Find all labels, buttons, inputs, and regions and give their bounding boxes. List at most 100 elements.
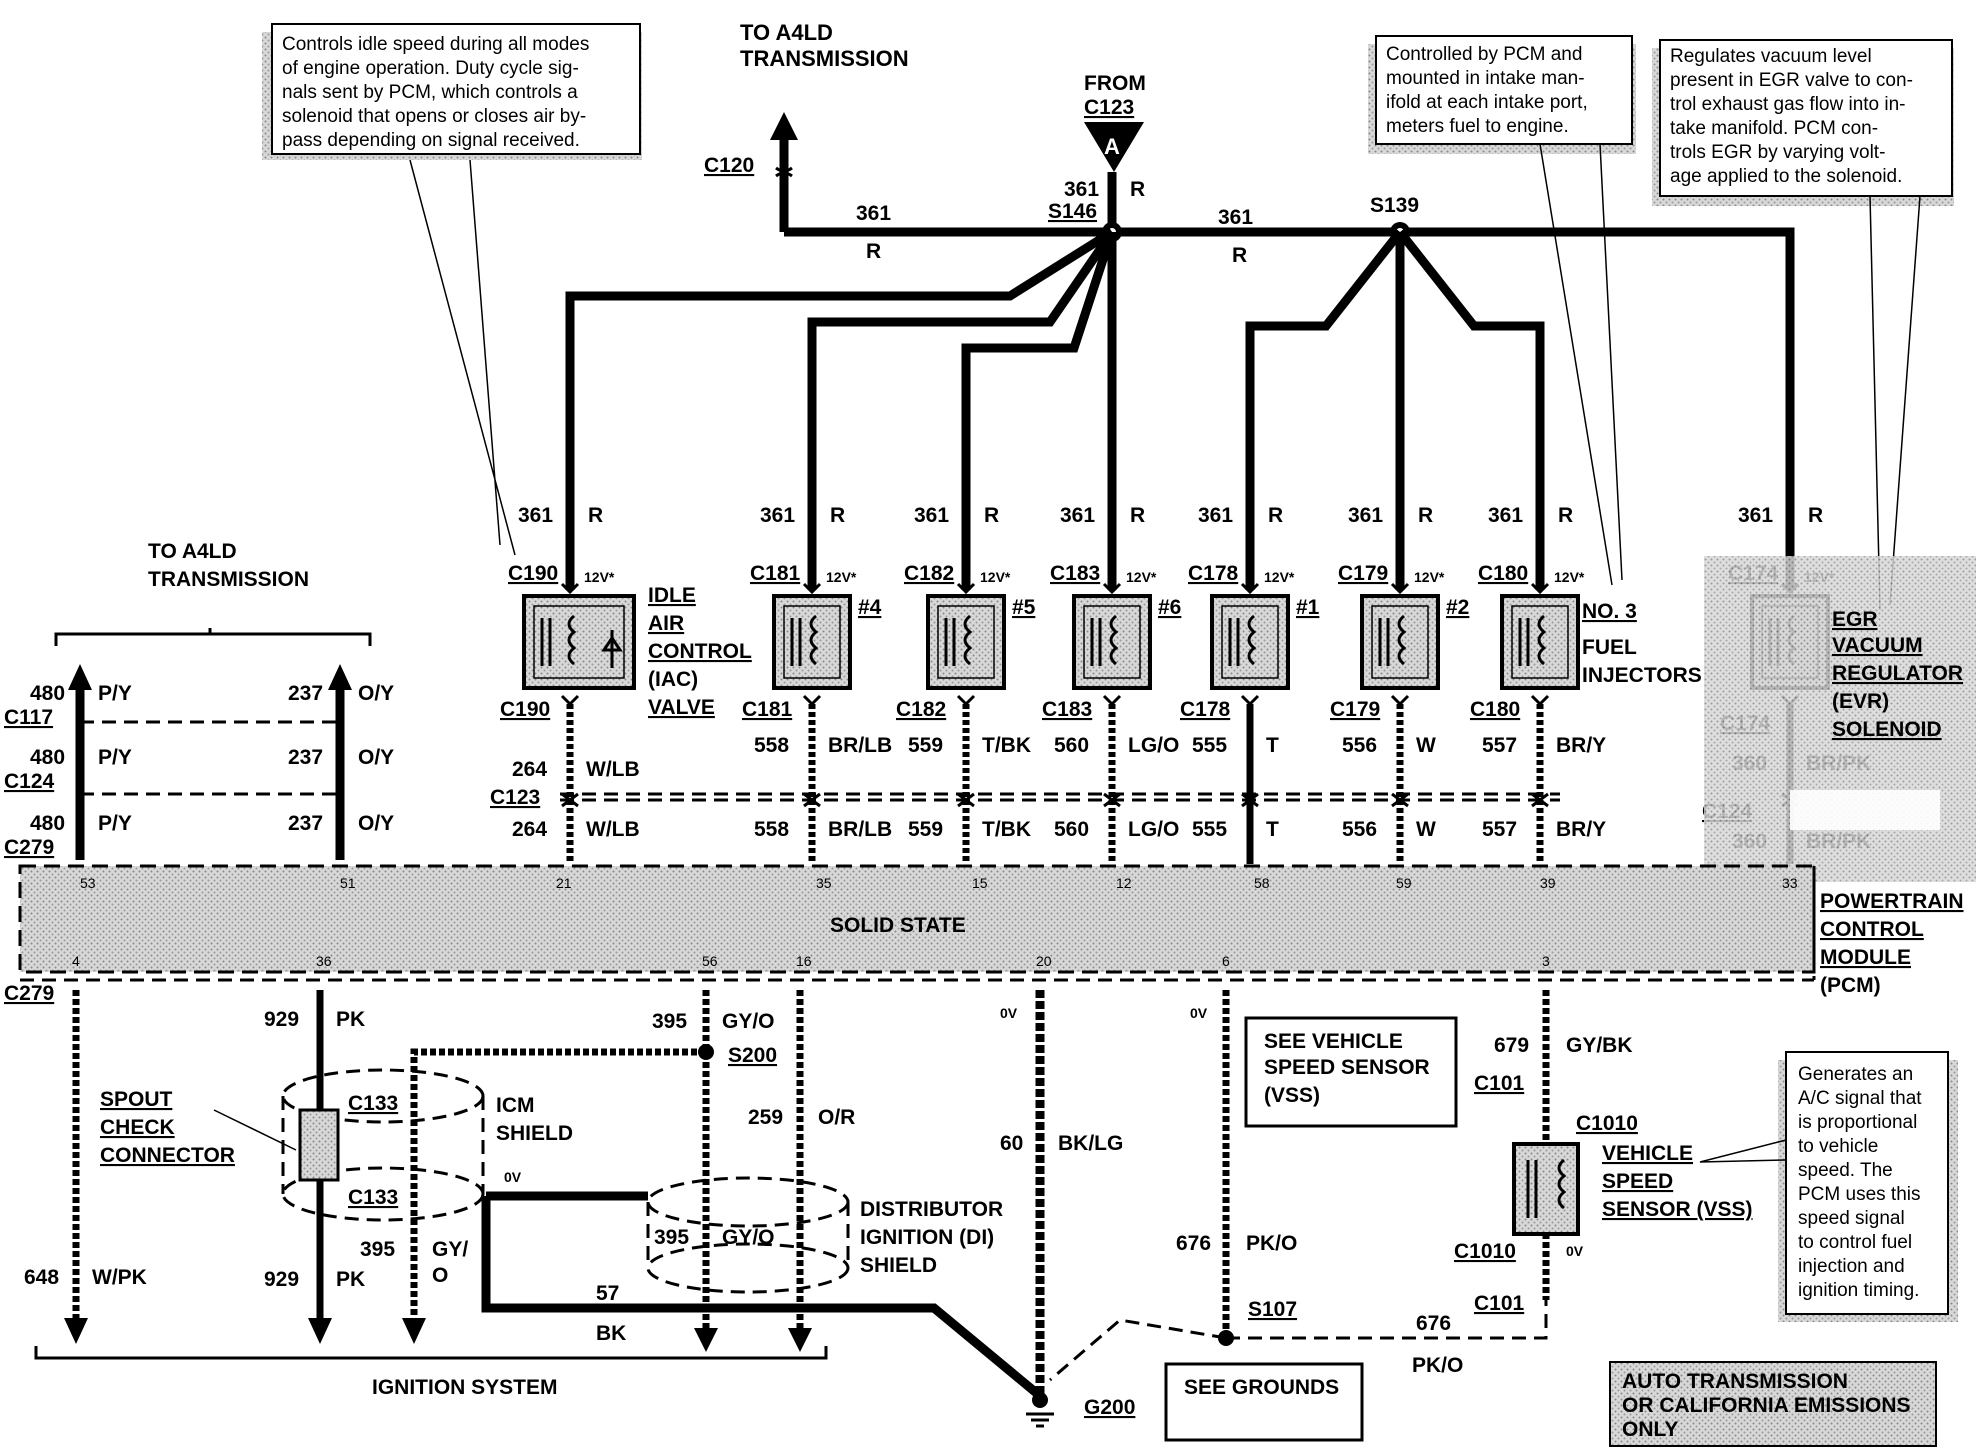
connector-chevron [802,582,822,595]
vss-note-line: A/C signal that [1798,1088,1922,1109]
coil-frame [1511,605,1569,679]
wire-number: 557 [1482,734,1517,757]
c1010-label: C1010 [1576,1112,1638,1135]
left-wire-color: O/Y [358,746,394,769]
pcm-name-line: MODULE [1820,946,1911,969]
wire-r-label: R [1558,504,1573,527]
wire-number: 555 [1192,818,1227,841]
pcm-name-line: (PCM) [1820,974,1881,997]
wire-r-label: R [1232,244,1247,267]
left-transmission-wires: TO A4LD TRANSMISSION [54,540,372,860]
connector-label: C183 [1042,698,1092,721]
left-wire-color: P/Y [98,682,132,705]
c133-top-label: C133 [348,1092,398,1115]
connector-chevron [956,694,976,707]
connector-label: C180 [1470,698,1520,721]
wire-color: T/BK [982,734,1031,757]
connector-chevron [1240,694,1260,707]
wire-361-label: 361 [1198,504,1233,527]
wire-60-color: BK/LG [1058,1132,1123,1155]
wire-395-di-label: 395 [654,1226,689,1249]
iac-name-line: VALVE [648,696,715,719]
icm-shield-label: ICM [496,1094,535,1117]
left-wire-color: P/Y [98,746,132,769]
s146-label: S146 [1048,200,1097,223]
vss-note-line: to vehicle [1798,1136,1878,1157]
connector-chevron [560,582,580,595]
auto-trans-line: AUTO TRANSMISSION [1622,1370,1848,1393]
wire-679-label: 679 [1494,1034,1529,1057]
fuel-injector-name-line: INJECTORS [1582,664,1702,687]
connector-label: C178 [1180,698,1231,721]
connector-label: C181 [750,562,801,585]
wire-color: BR/Y [1556,818,1606,841]
connector-label: C180 [1478,562,1528,585]
ov-label: 0V [1000,1005,1018,1021]
vss-name-line: SENSOR (VSS) [1602,1198,1753,1221]
wire-color: W/LB [586,758,640,781]
pcm-pin-bottom: 6 [1222,953,1230,969]
pcm-name-line: CONTROL [1820,918,1924,941]
injector-number: #2 [1446,596,1469,619]
injector-number: #5 [1012,596,1036,619]
wire-r-label: R [866,240,881,263]
wire-color: T [1266,734,1279,757]
spout-label-line: CONNECTOR [100,1144,235,1167]
vss-note-line: injection and [1798,1256,1905,1277]
voltage-label: 12V* [1126,569,1157,585]
wire-r-label: R [1808,504,1823,527]
injector-note-line: meters fuel to engine. [1386,116,1569,137]
coil-frame [937,605,995,679]
connector-chevron [1102,694,1122,707]
wire-679-color: GY/BK [1566,1034,1633,1057]
to-a4ld-left-label: TO A4LD [148,540,237,563]
coil-symbol [540,614,577,666]
pcm-pin-top: 53 [80,875,96,891]
vss-note-line: PCM uses this [1798,1184,1920,1205]
c120-label: C120 [704,154,754,177]
iac-note-line: nals sent by PCM, which controls a [282,82,578,103]
egr-note-box: Regulates vacuum level present in EGR va… [1652,39,1954,611]
wire-r-label: R [1418,504,1433,527]
connector-chevron [1390,694,1410,707]
wire-361-label: 361 [914,504,949,527]
egr-note-line: trol exhaust gas flow into in- [1670,94,1906,115]
wire-57-label: 57 [596,1282,619,1305]
vss-name-line: SPEED [1602,1170,1673,1193]
wire-395-label: 395 [652,1010,687,1033]
ov-label: 0V [1566,1243,1584,1259]
g200-label: G200 [1084,1396,1135,1419]
pcm-pin-top: 58 [1254,875,1270,891]
pcm-pin-top: 15 [972,875,988,891]
wire-395-color: O [432,1264,448,1287]
coil-frame [533,605,625,679]
left-wire-number: 237 [288,746,323,769]
di-shield-label: IGNITION (DI) [860,1226,994,1249]
injector-note-box: Controlled by PCM and mounted in intake … [1368,35,1636,586]
egr-name-line: VACUUM [1832,634,1923,657]
pcm-pin-top: 39 [1540,875,1556,891]
injector-number: #1 [1296,596,1320,619]
connector-chevron [1390,582,1410,595]
wire-57-color: BK [596,1322,626,1345]
coil-frame [1083,605,1141,679]
connector-chevron [1530,582,1550,595]
iac-note-line: Controls idle speed during all modes [282,34,589,55]
component-body [926,594,1006,690]
component-body [772,594,852,690]
left-wire-number: 480 [30,682,65,705]
egr-note-line: Regulates vacuum level [1670,46,1872,67]
wire-r-label: R [984,504,999,527]
wire-number: 558 [754,818,789,841]
spout-label-line: SPOUT [100,1088,173,1111]
wire-color: T [1266,818,1279,841]
connector-label: C183 [1050,562,1100,585]
c1010-label: C1010 [1454,1240,1516,1263]
c279-lower-label: C279 [4,982,54,1005]
wire-361-label: 361 [1348,504,1383,527]
